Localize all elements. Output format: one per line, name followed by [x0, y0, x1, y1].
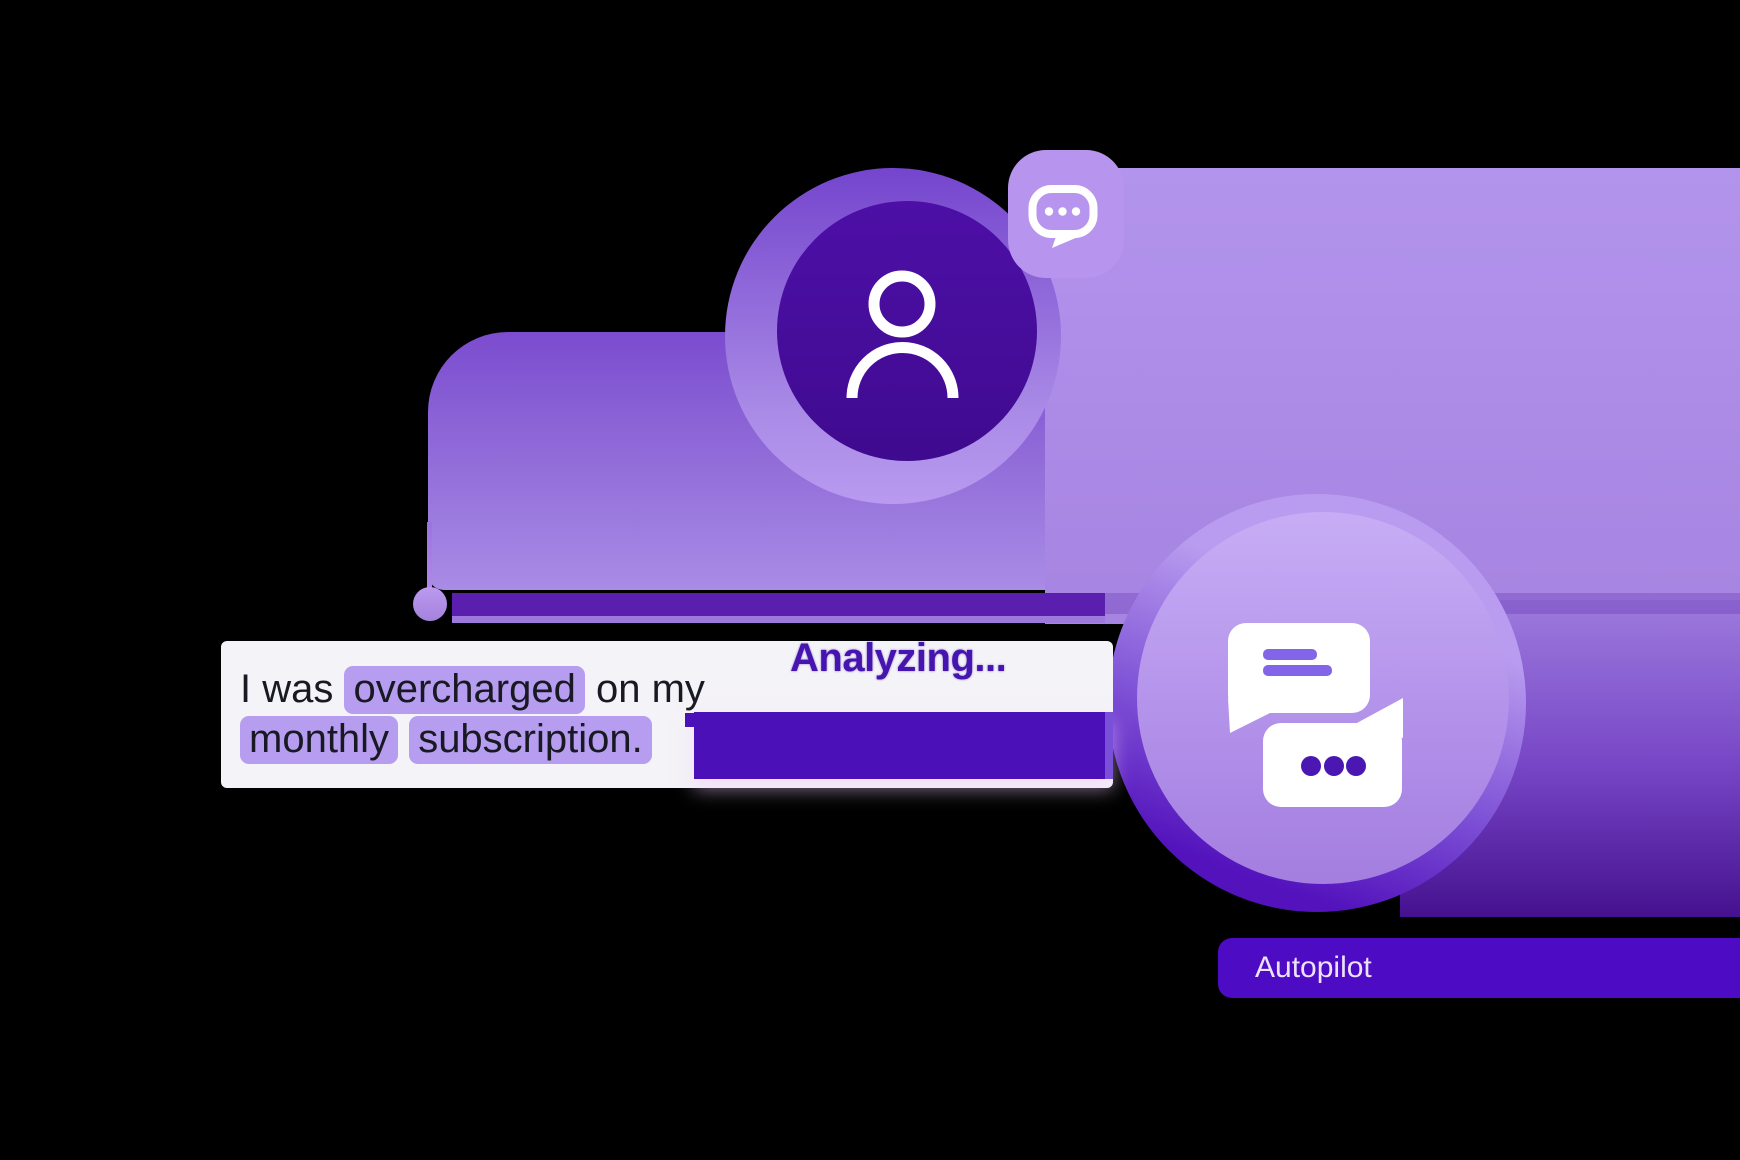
dark-progress-bar	[452, 593, 1105, 623]
connector-dot	[413, 587, 447, 621]
redacted-block-nub	[685, 713, 696, 727]
chat-conversation-icon	[1228, 623, 1403, 807]
highlight-overcharged: overcharged	[344, 666, 585, 714]
message-line-2: monthly subscription.	[240, 716, 1113, 764]
user-icon	[846, 270, 959, 399]
message-text: on my	[584, 667, 705, 711]
redacted-response-block	[685, 712, 1113, 779]
speech-bubble-badge	[1008, 150, 1124, 278]
analyzing-status-text: Analyzing...	[790, 636, 1007, 680]
message-text: I was	[240, 667, 345, 711]
speech-bubble-icon	[1028, 185, 1098, 248]
highlight-monthly: monthly	[240, 716, 399, 764]
highlight-subscription: subscription.	[409, 716, 652, 764]
redacted-block-edge	[1105, 712, 1113, 779]
autopilot-label: Autopilot	[1255, 951, 1372, 984]
user-avatar	[777, 201, 1037, 461]
autopilot-badge: Autopilot	[1218, 938, 1740, 998]
connector-line	[427, 522, 432, 594]
message-line-1: I was overcharged on my	[240, 666, 1113, 714]
